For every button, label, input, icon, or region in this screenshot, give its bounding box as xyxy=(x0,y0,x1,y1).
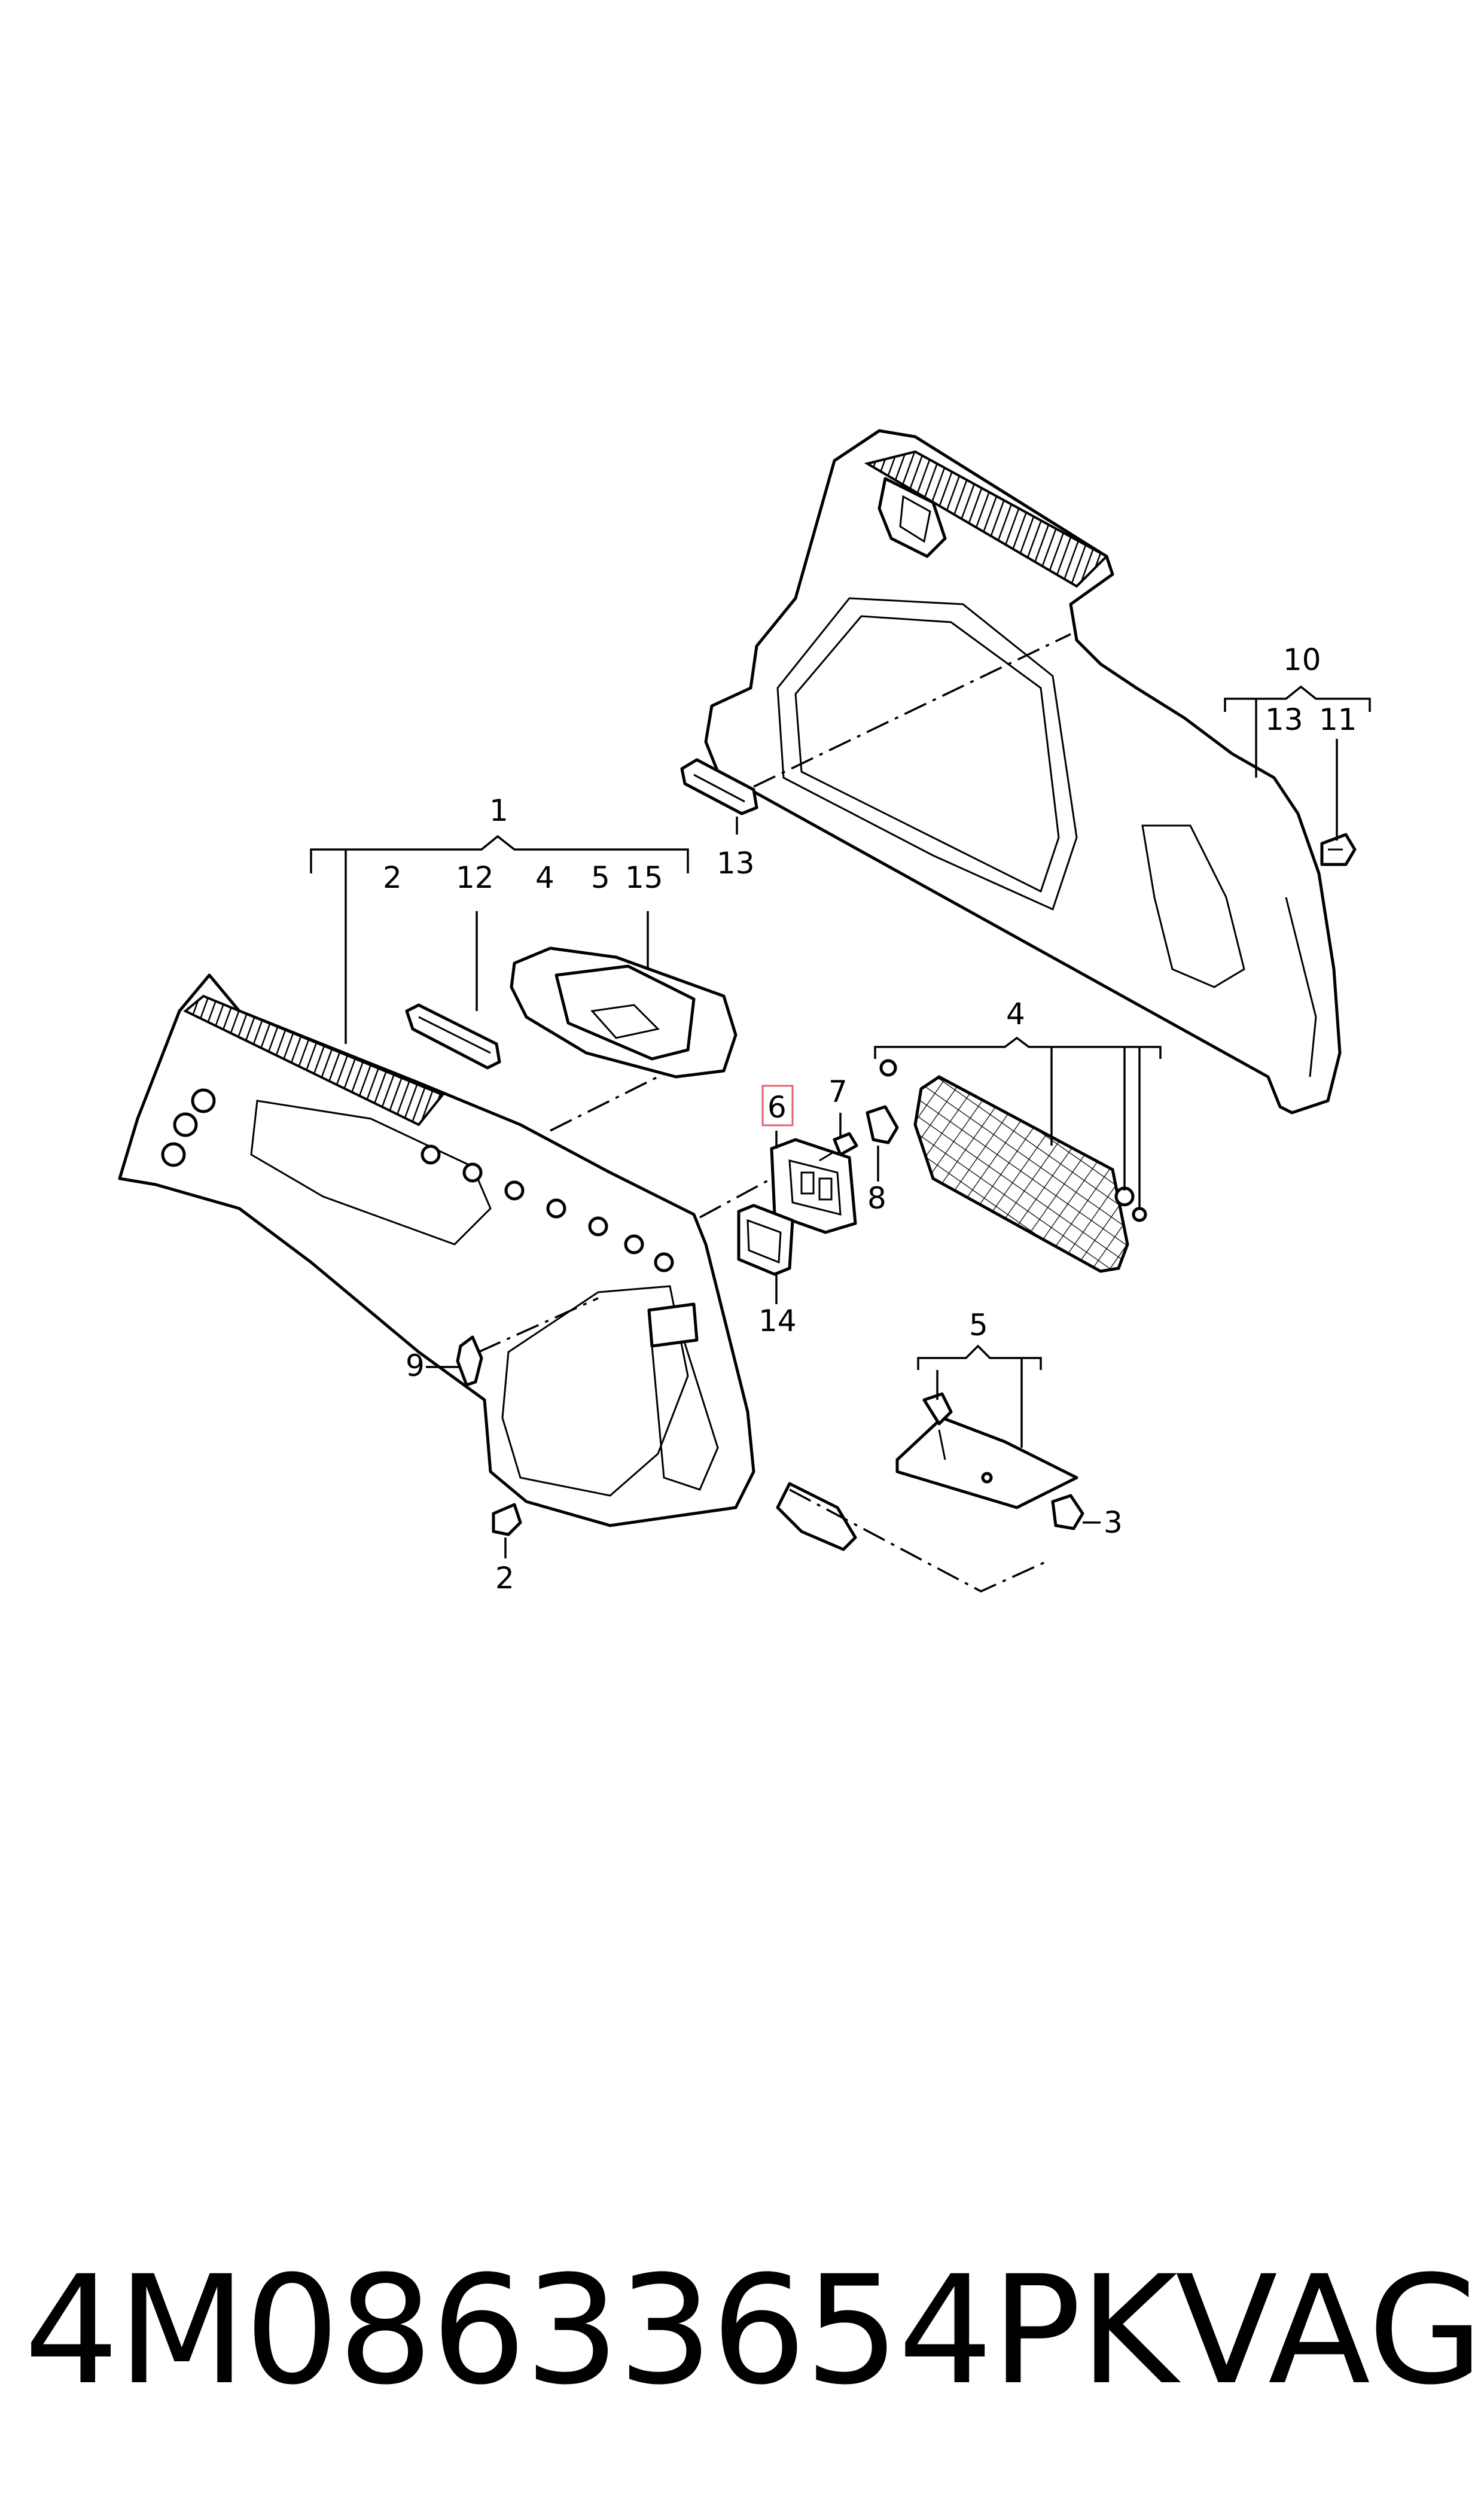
assembly-lines xyxy=(478,633,1071,1593)
part-number: 4M08633654PK xyxy=(24,2243,1178,2417)
clip-9 xyxy=(456,1335,483,1387)
callout-13-right: 13 xyxy=(1265,702,1303,737)
callout-2-clip: 2 xyxy=(495,1561,514,1596)
control-unit-14 xyxy=(737,1204,794,1276)
callout-4-net: 4 xyxy=(1006,997,1025,1031)
storage-net-4 xyxy=(879,1059,1147,1273)
clip-2 xyxy=(492,1503,522,1536)
clip-11 xyxy=(1320,833,1357,866)
handle-12 xyxy=(405,1003,501,1070)
callout-11: 11 xyxy=(1319,702,1357,737)
fastener-row xyxy=(161,1088,674,1272)
callout-10: 10 xyxy=(1283,643,1321,677)
cover-5 xyxy=(895,1392,1078,1509)
callout-5: 5 xyxy=(591,860,610,895)
callout-1: 1 xyxy=(489,793,508,828)
callout-6: 6 xyxy=(767,1090,787,1125)
callout-3: 3 xyxy=(1104,1505,1123,1540)
callout-4: 4 xyxy=(535,860,554,895)
callout-5-cover: 5 xyxy=(969,1308,988,1342)
right-side-trim-panel xyxy=(704,429,1342,1115)
leader-lines xyxy=(310,685,1371,1558)
trim-strip-13 xyxy=(680,758,758,815)
callout-9: 9 xyxy=(406,1348,425,1383)
cover-15 xyxy=(510,946,738,1079)
callout-14: 14 xyxy=(758,1304,797,1338)
callout-15: 15 xyxy=(625,860,663,895)
clip-3 xyxy=(1051,1494,1084,1530)
callout-6-highlight xyxy=(761,1085,794,1126)
callout-13-left: 13 xyxy=(717,846,755,881)
brand-label: VAG xyxy=(1175,2243,1484,2417)
callout-8: 8 xyxy=(867,1181,886,1216)
callout-labels: 1 2 12 4 5 15 13 10 13 11 4 7 6 8 14 9 5… xyxy=(383,643,1357,1596)
callout-7: 7 xyxy=(828,1074,848,1109)
bracket-8 xyxy=(866,1105,899,1144)
screw-7 xyxy=(819,1132,858,1162)
callout-2: 2 xyxy=(383,860,402,895)
callout-12: 12 xyxy=(456,860,494,895)
left-side-trim-panel xyxy=(118,973,857,1551)
